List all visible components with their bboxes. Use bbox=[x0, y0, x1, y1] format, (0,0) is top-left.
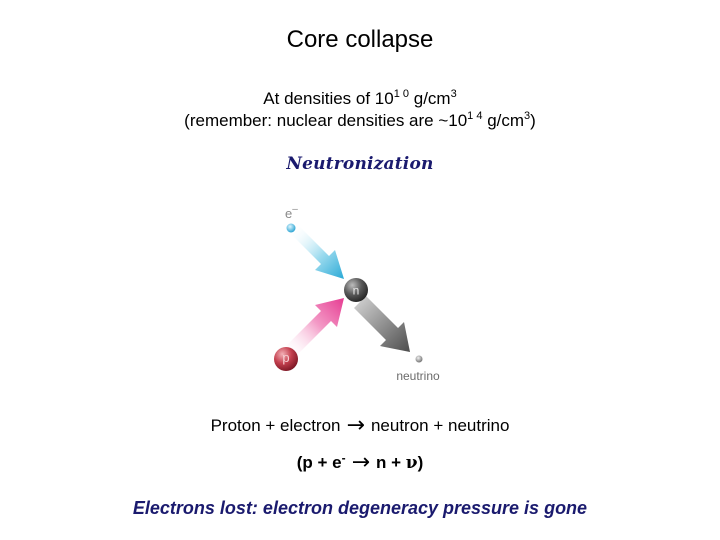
electron-label: e– bbox=[285, 204, 298, 221]
slide-title: Core collapse bbox=[286, 26, 434, 53]
reaction-symbols-left: (p + e bbox=[296, 453, 342, 472]
reaction-words-left: Proton + electron bbox=[210, 416, 341, 435]
nuclear-unit: g/cm bbox=[482, 111, 525, 130]
neutrino-particle bbox=[415, 355, 423, 363]
neutrino-label: neutrino bbox=[396, 369, 440, 383]
density-unit-exponent: 3 bbox=[450, 88, 457, 100]
nuclear-exponent: 1 4 bbox=[467, 110, 483, 122]
reaction-words-right: neutron + neutrino bbox=[370, 416, 510, 435]
proton-label: p bbox=[282, 350, 289, 365]
density-line: At densities of 101 0 g/cm3 bbox=[0, 88, 720, 109]
reaction-arrow-icon: → bbox=[346, 413, 365, 438]
reaction-symbols: (p + e-→ n + ν) bbox=[0, 450, 720, 475]
proton-particle bbox=[274, 347, 298, 371]
density-exponent: 1 0 bbox=[393, 88, 410, 100]
neutronization-heading: Neutronization bbox=[286, 154, 434, 174]
reaction-symbols-right: n + bbox=[376, 453, 406, 472]
nuclear-suffix: ) bbox=[530, 111, 536, 130]
electron-charge: - bbox=[341, 451, 346, 465]
neutrino-arrow bbox=[354, 296, 410, 352]
nuclear-density-line: (remember: nuclear densities are ~101 4 … bbox=[0, 110, 720, 131]
neutron-particle bbox=[344, 278, 368, 302]
neutrino-symbol: ν bbox=[405, 453, 418, 473]
proton-arrow bbox=[286, 298, 344, 356]
electron-particle bbox=[286, 223, 296, 233]
electron-arrow bbox=[292, 227, 344, 279]
reaction-words: Proton + electron → neutron + neutrino bbox=[0, 413, 720, 438]
nuclear-prefix: (remember: nuclear densities are ~10 bbox=[184, 111, 468, 130]
conclusion-text: Electrons lost: electron degeneracy pres… bbox=[132, 498, 588, 518]
reaction-symbols-arrow-icon: → bbox=[351, 450, 371, 475]
nuclear-unit-exponent: 3 bbox=[524, 110, 531, 122]
density-unit: g/cm bbox=[409, 89, 451, 108]
reaction-symbols-close: ) bbox=[417, 453, 424, 472]
neutron-label: n bbox=[353, 284, 360, 298]
density-prefix: At densities of 10 bbox=[263, 89, 394, 108]
